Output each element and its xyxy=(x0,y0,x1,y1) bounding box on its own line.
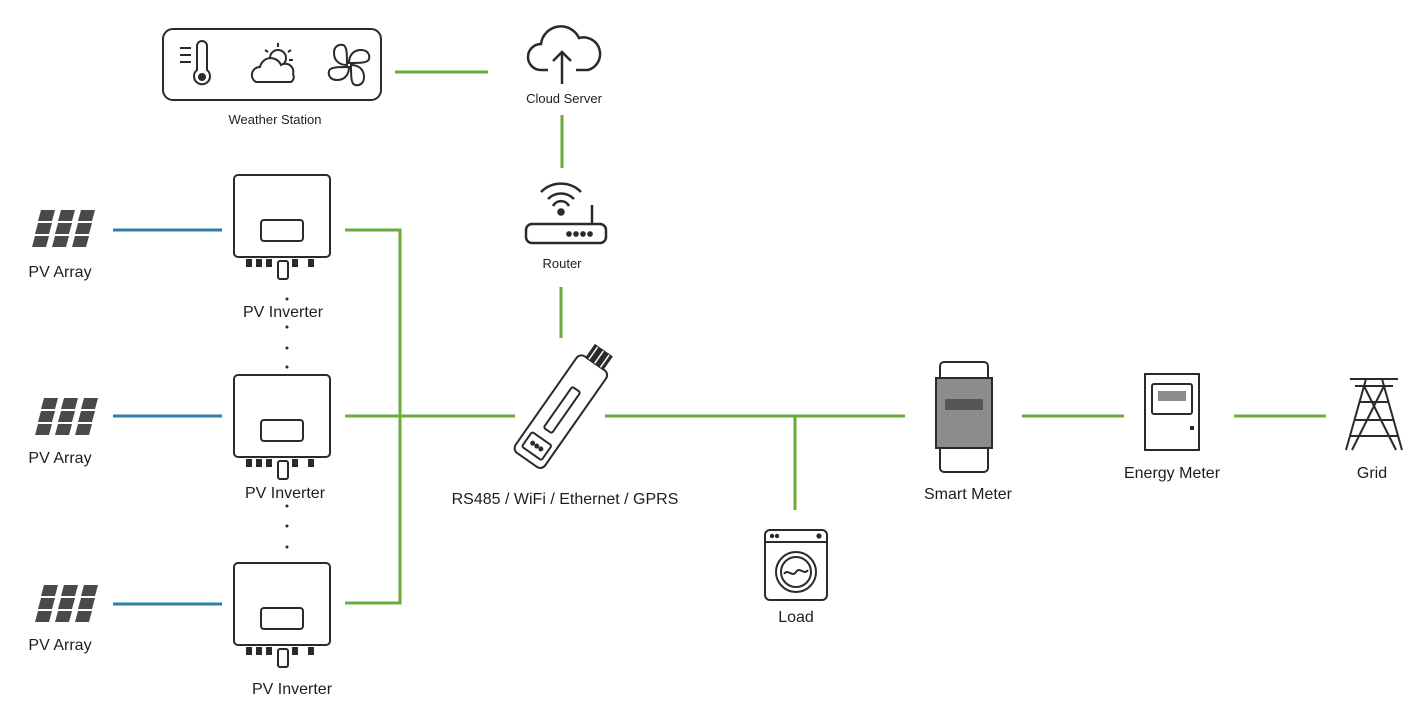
datalogger-icon xyxy=(513,343,613,469)
solar-panel-icon xyxy=(35,585,98,622)
weather-station-label: Weather Station xyxy=(228,112,322,127)
inverter-icon xyxy=(233,562,331,668)
pv-array-label-2: PV Array xyxy=(28,450,92,467)
pv-array-label-1: PV Array xyxy=(28,264,92,281)
solar-panel-icon xyxy=(35,398,98,435)
thermometer-icon xyxy=(180,40,211,86)
energy-meter-label: Energy Meter xyxy=(1123,465,1221,482)
sun-cloud-icon xyxy=(250,43,295,83)
fan-icon xyxy=(327,43,371,87)
smart-meter-icon xyxy=(935,361,993,473)
router-label: Router xyxy=(542,256,582,271)
datalogger-comm-label: RS485 / WiFi / Ethernet / GPRS xyxy=(451,491,679,508)
inverter-icon xyxy=(233,374,331,480)
cloud-upload-icon xyxy=(526,25,602,84)
transmission-tower-icon xyxy=(1345,378,1403,451)
solar-panel-icon xyxy=(32,210,95,247)
inverter-icon xyxy=(233,174,331,280)
pv-inverter-label-3: PV Inverter xyxy=(251,681,333,698)
weather-station xyxy=(162,28,382,101)
washing-machine-icon xyxy=(764,529,828,601)
wifi-router-icon xyxy=(524,182,608,245)
pv-array-label-3: PV Array xyxy=(28,637,92,654)
grid-label: Grid xyxy=(1356,465,1388,482)
energy-meter-icon xyxy=(1144,373,1200,451)
cloud-server-label: Cloud Server xyxy=(526,91,602,106)
links xyxy=(113,70,1326,606)
pv-inverter-label-1: PV Inverter xyxy=(242,304,324,321)
continuation-dots xyxy=(285,297,289,549)
load-label: Load xyxy=(778,609,814,626)
smart-meter-label: Smart Meter xyxy=(923,486,1013,503)
pv-inverter-label-2: PV Inverter xyxy=(244,485,326,502)
